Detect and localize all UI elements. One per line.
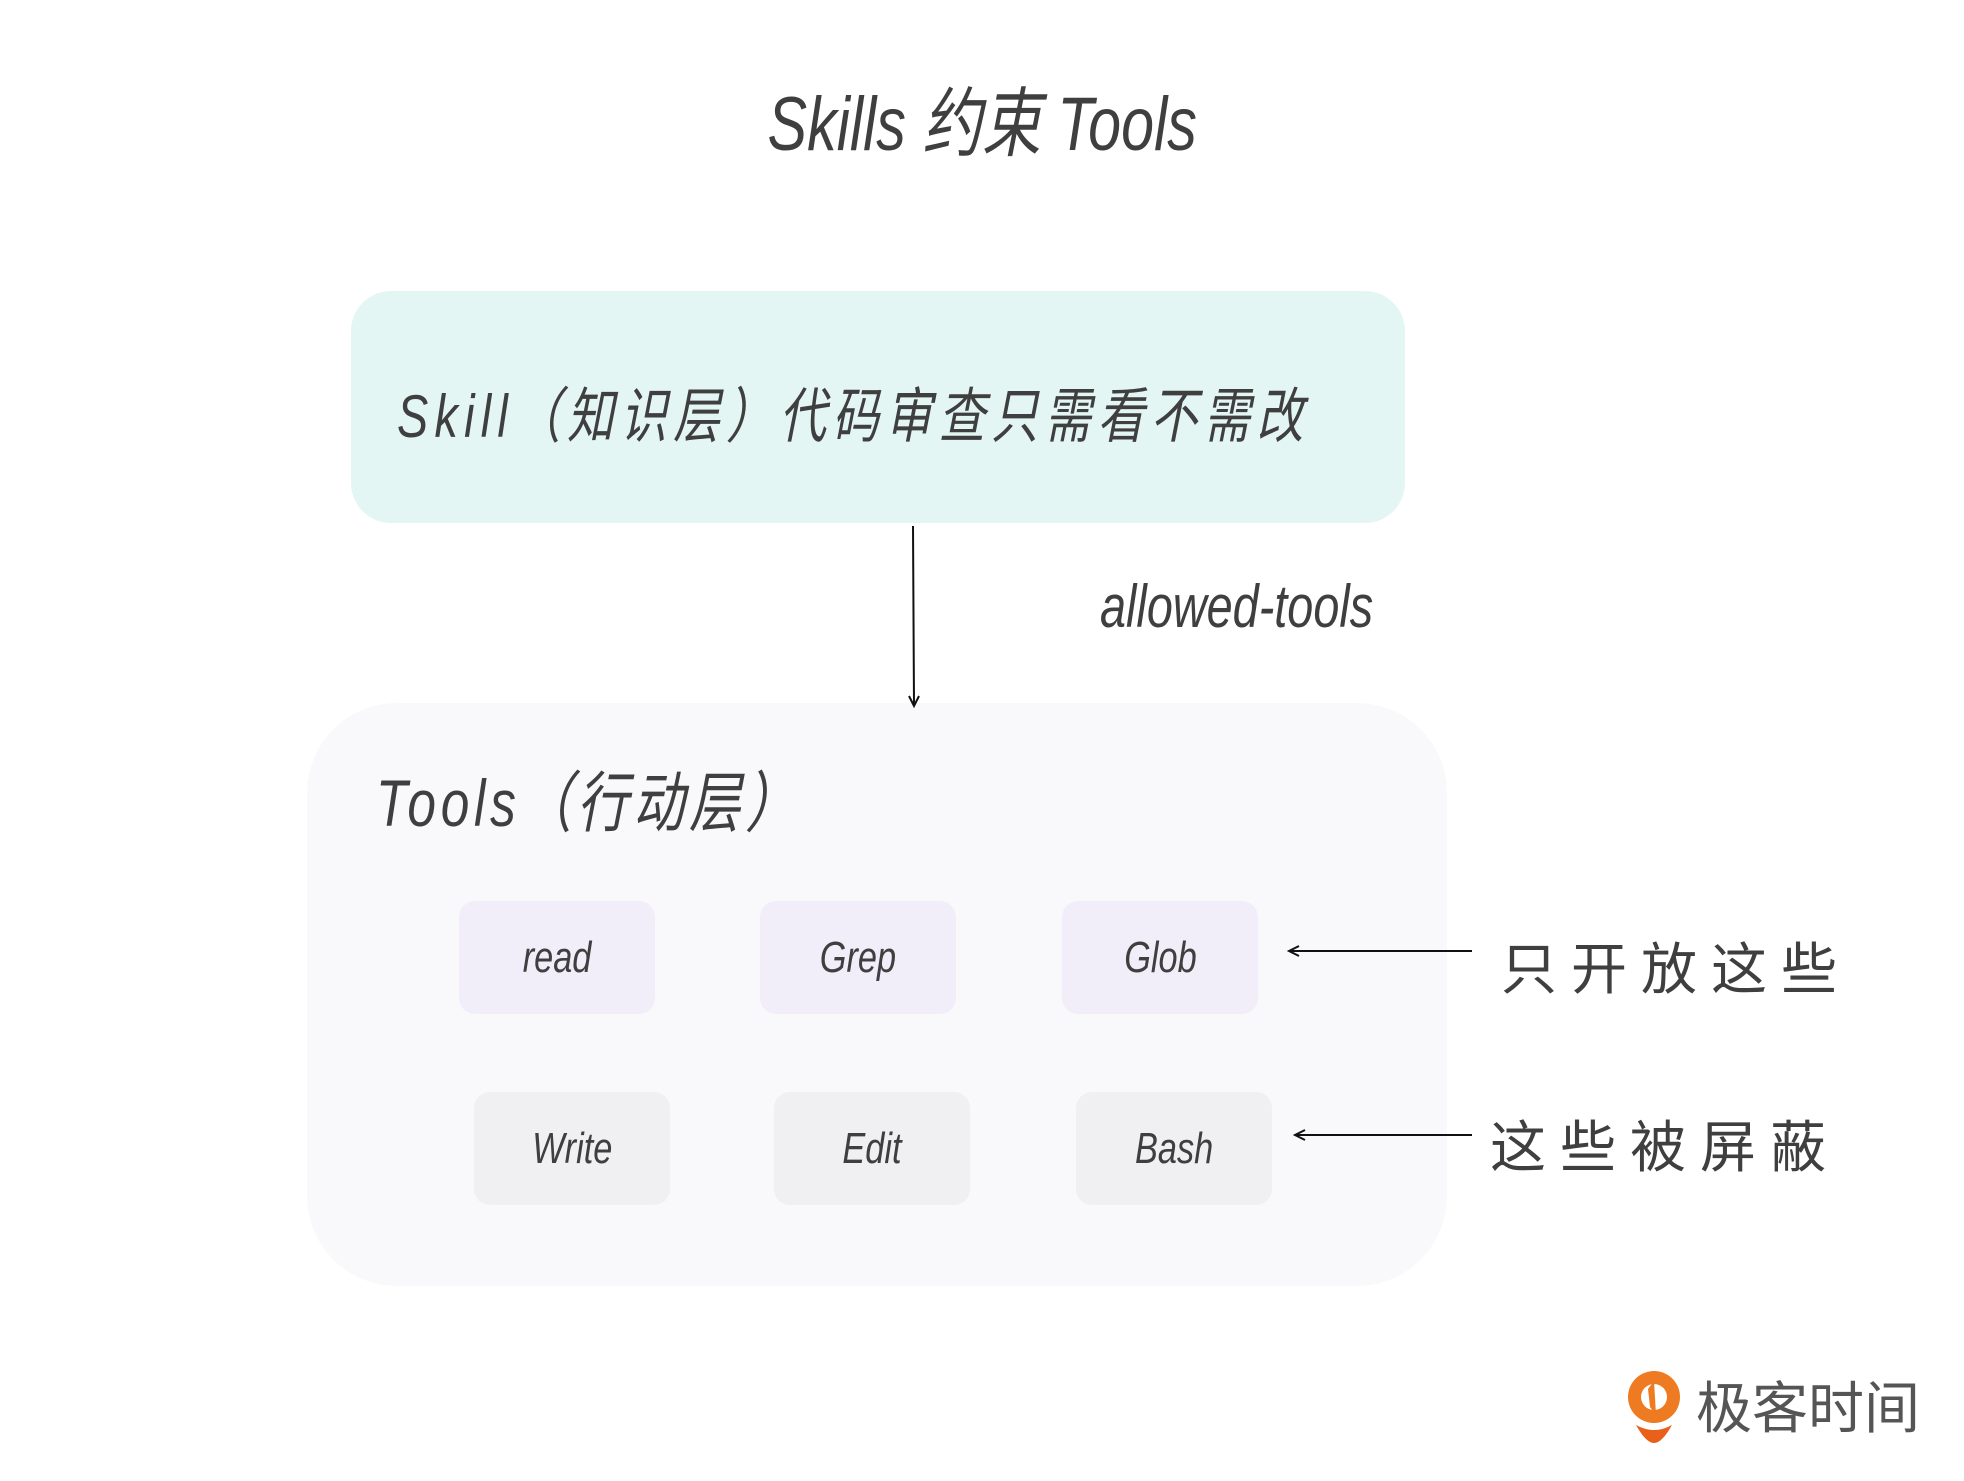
allowed-tools-label: allowed-tools (1100, 572, 1450, 641)
chip-label: Write (531, 1123, 613, 1173)
logo-icon (1628, 1370, 1680, 1443)
chip-label: Glob (1123, 932, 1197, 982)
chip-label: read (522, 932, 592, 982)
title-text: Skills 约束 Tools (767, 82, 1197, 167)
tool-chip-grep: Grep (760, 901, 956, 1014)
chip-label: Grep (819, 932, 897, 982)
allowed-arrow-head (1286, 945, 1300, 957)
tools-label-text: Tools（行动层） (376, 766, 802, 840)
blocked-annotation: 这些被屏蔽 (1490, 1116, 1840, 1179)
tool-chip-edit: Edit (774, 1092, 970, 1205)
skill-text: Skill（知识层）代码审查只需看不需改 (397, 383, 1310, 450)
tool-chip-read: read (459, 901, 655, 1014)
down-arrow-line (912, 525, 915, 706)
chip-label: Edit (842, 1123, 902, 1173)
allowed-annotation: 只开放这些 (1501, 938, 1851, 1001)
skill-layer-text: Skill（知识层）代码审查只需看不需改 (397, 368, 1567, 455)
tool-chip-glob: Glob (1062, 901, 1258, 1014)
down-arrow-head (908, 695, 920, 709)
edge-label-text: allowed-tools (1100, 573, 1374, 640)
tool-chip-write: Write (474, 1092, 670, 1205)
tools-layer-label: Tools（行动层） (376, 750, 921, 846)
tool-chip-bash: Bash (1076, 1092, 1272, 1205)
logo-text: 极客时间 (1696, 1377, 1920, 1442)
chip-label: Bash (1134, 1123, 1214, 1173)
brand-logo: 极客时间 (1622, 1364, 1920, 1445)
skill-layer-box (351, 291, 1405, 523)
diagram-title: Skills 约束 Tools (0, 62, 1964, 172)
blocked-arrow-head (1292, 1129, 1306, 1141)
